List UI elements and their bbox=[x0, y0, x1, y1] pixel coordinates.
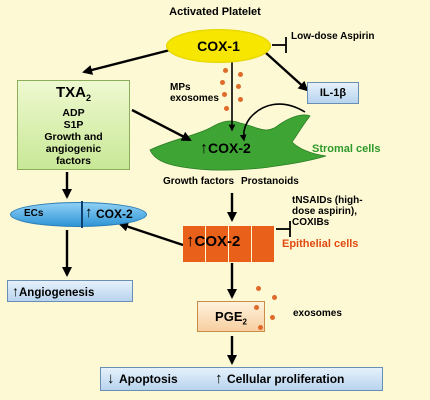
vesicle-dot bbox=[256, 286, 261, 291]
epithelial-cells-label: Epithelial cells bbox=[282, 238, 359, 250]
ecs-cox2-label: COX-2 bbox=[96, 207, 133, 221]
cellular-proliferation-label: Cellular proliferation bbox=[227, 372, 345, 386]
pge2-label: PGE bbox=[215, 309, 243, 324]
epithelial-cox2-node: ↑COX-2 bbox=[186, 231, 276, 255]
epithelial-cell-block-4 bbox=[252, 226, 274, 262]
vesicle-dot bbox=[238, 97, 243, 102]
arrow-txa-to-stromal bbox=[131, 108, 192, 142]
vesicle-dot bbox=[258, 325, 263, 330]
angiogenesis-label: Angiogenesis bbox=[19, 287, 95, 299]
growth-factors-label: Growth factors bbox=[163, 176, 235, 187]
arrow-epithelial-to-ecs bbox=[118, 221, 184, 247]
epithelial-cell-block-3 bbox=[229, 226, 251, 262]
factors-label: factors bbox=[55, 155, 91, 167]
vesicle-dot bbox=[272, 295, 277, 300]
tnsaids-label-line1: tNSAIDs (high- bbox=[292, 195, 363, 206]
cox1-node: COX-1 bbox=[166, 29, 271, 63]
low-dose-aspirin-label: Low-dose Aspirin bbox=[291, 31, 375, 42]
prostanoids-label: Prostanoids bbox=[241, 176, 299, 187]
il1b-label: IL-1β bbox=[319, 87, 347, 99]
angiogenic-label: angiogenic bbox=[45, 143, 102, 155]
epithelial-cox2-label: COX-2 bbox=[194, 233, 241, 250]
up-arrow-icon: ↑ bbox=[186, 231, 195, 250]
vesicle-dot bbox=[222, 92, 227, 97]
stromal-cox2-label: COX-2 bbox=[208, 140, 251, 156]
activated-platelet-title: Activated Platelet bbox=[169, 6, 261, 18]
tnsaids-label-line3: COXIBs bbox=[292, 217, 330, 228]
ecs-label: ECs bbox=[24, 208, 44, 219]
txa2-factors-box: TXA2 ADP S1P Growth and angiogenic facto… bbox=[17, 80, 130, 170]
down-arrow-icon: ↓ bbox=[107, 370, 115, 387]
stromal-cox2-node: ↑COX-2 bbox=[200, 140, 280, 160]
up-arrow-icon: ↑ bbox=[85, 204, 93, 221]
up-arrow-icon: ↑ bbox=[12, 283, 19, 299]
arrow-cox1-to-txa bbox=[82, 48, 171, 75]
vesicle-dot bbox=[238, 72, 243, 77]
vesicle-dot bbox=[223, 68, 228, 73]
exosomes-label: exosomes bbox=[293, 308, 342, 319]
s1p-label: S1P bbox=[63, 119, 84, 131]
vesicle-dot bbox=[270, 315, 275, 320]
angiogenesis-node: ↑Angiogenesis bbox=[7, 280, 133, 302]
cox1-label: COX-1 bbox=[197, 38, 240, 54]
ecs-node: ECs ↑ COX-2 bbox=[10, 201, 147, 228]
pge2-node: PGE2 bbox=[197, 301, 265, 332]
apoptosis-label: Apoptosis bbox=[119, 372, 178, 386]
vesicle-dot bbox=[224, 106, 229, 111]
arrow-cox1-to-il1b bbox=[265, 52, 309, 92]
mps-label: MPs bbox=[170, 82, 191, 93]
mps-exosomes-label: exosomes bbox=[170, 93, 219, 104]
vesicle-dot bbox=[220, 80, 225, 85]
up-arrow-icon: ↑ bbox=[200, 140, 208, 157]
epithelial-cell-block-2 bbox=[206, 226, 228, 262]
stromal-cells-label: Stromal cells bbox=[312, 143, 381, 155]
up-arrow-icon: ↑ bbox=[215, 370, 223, 387]
il1b-node: IL-1β bbox=[307, 82, 359, 104]
vesicle-dot bbox=[254, 305, 259, 310]
tnsaids-label-line2: dose aspirin), bbox=[292, 206, 358, 217]
membrane-divider bbox=[81, 201, 83, 228]
arrow-il1b-to-stromal bbox=[239, 103, 306, 142]
txa2-label: TXA2 bbox=[55, 84, 91, 103]
vesicle-dot bbox=[236, 84, 241, 89]
outcomes-bar: ↓ Apoptosis ↑ Cellular proliferation bbox=[100, 367, 383, 391]
growth-and-label: Growth and bbox=[44, 131, 103, 143]
epithelial-cell-block-1 bbox=[183, 226, 205, 262]
adp-label: ADP bbox=[62, 107, 85, 119]
stromal-cell-shape bbox=[149, 114, 327, 171]
